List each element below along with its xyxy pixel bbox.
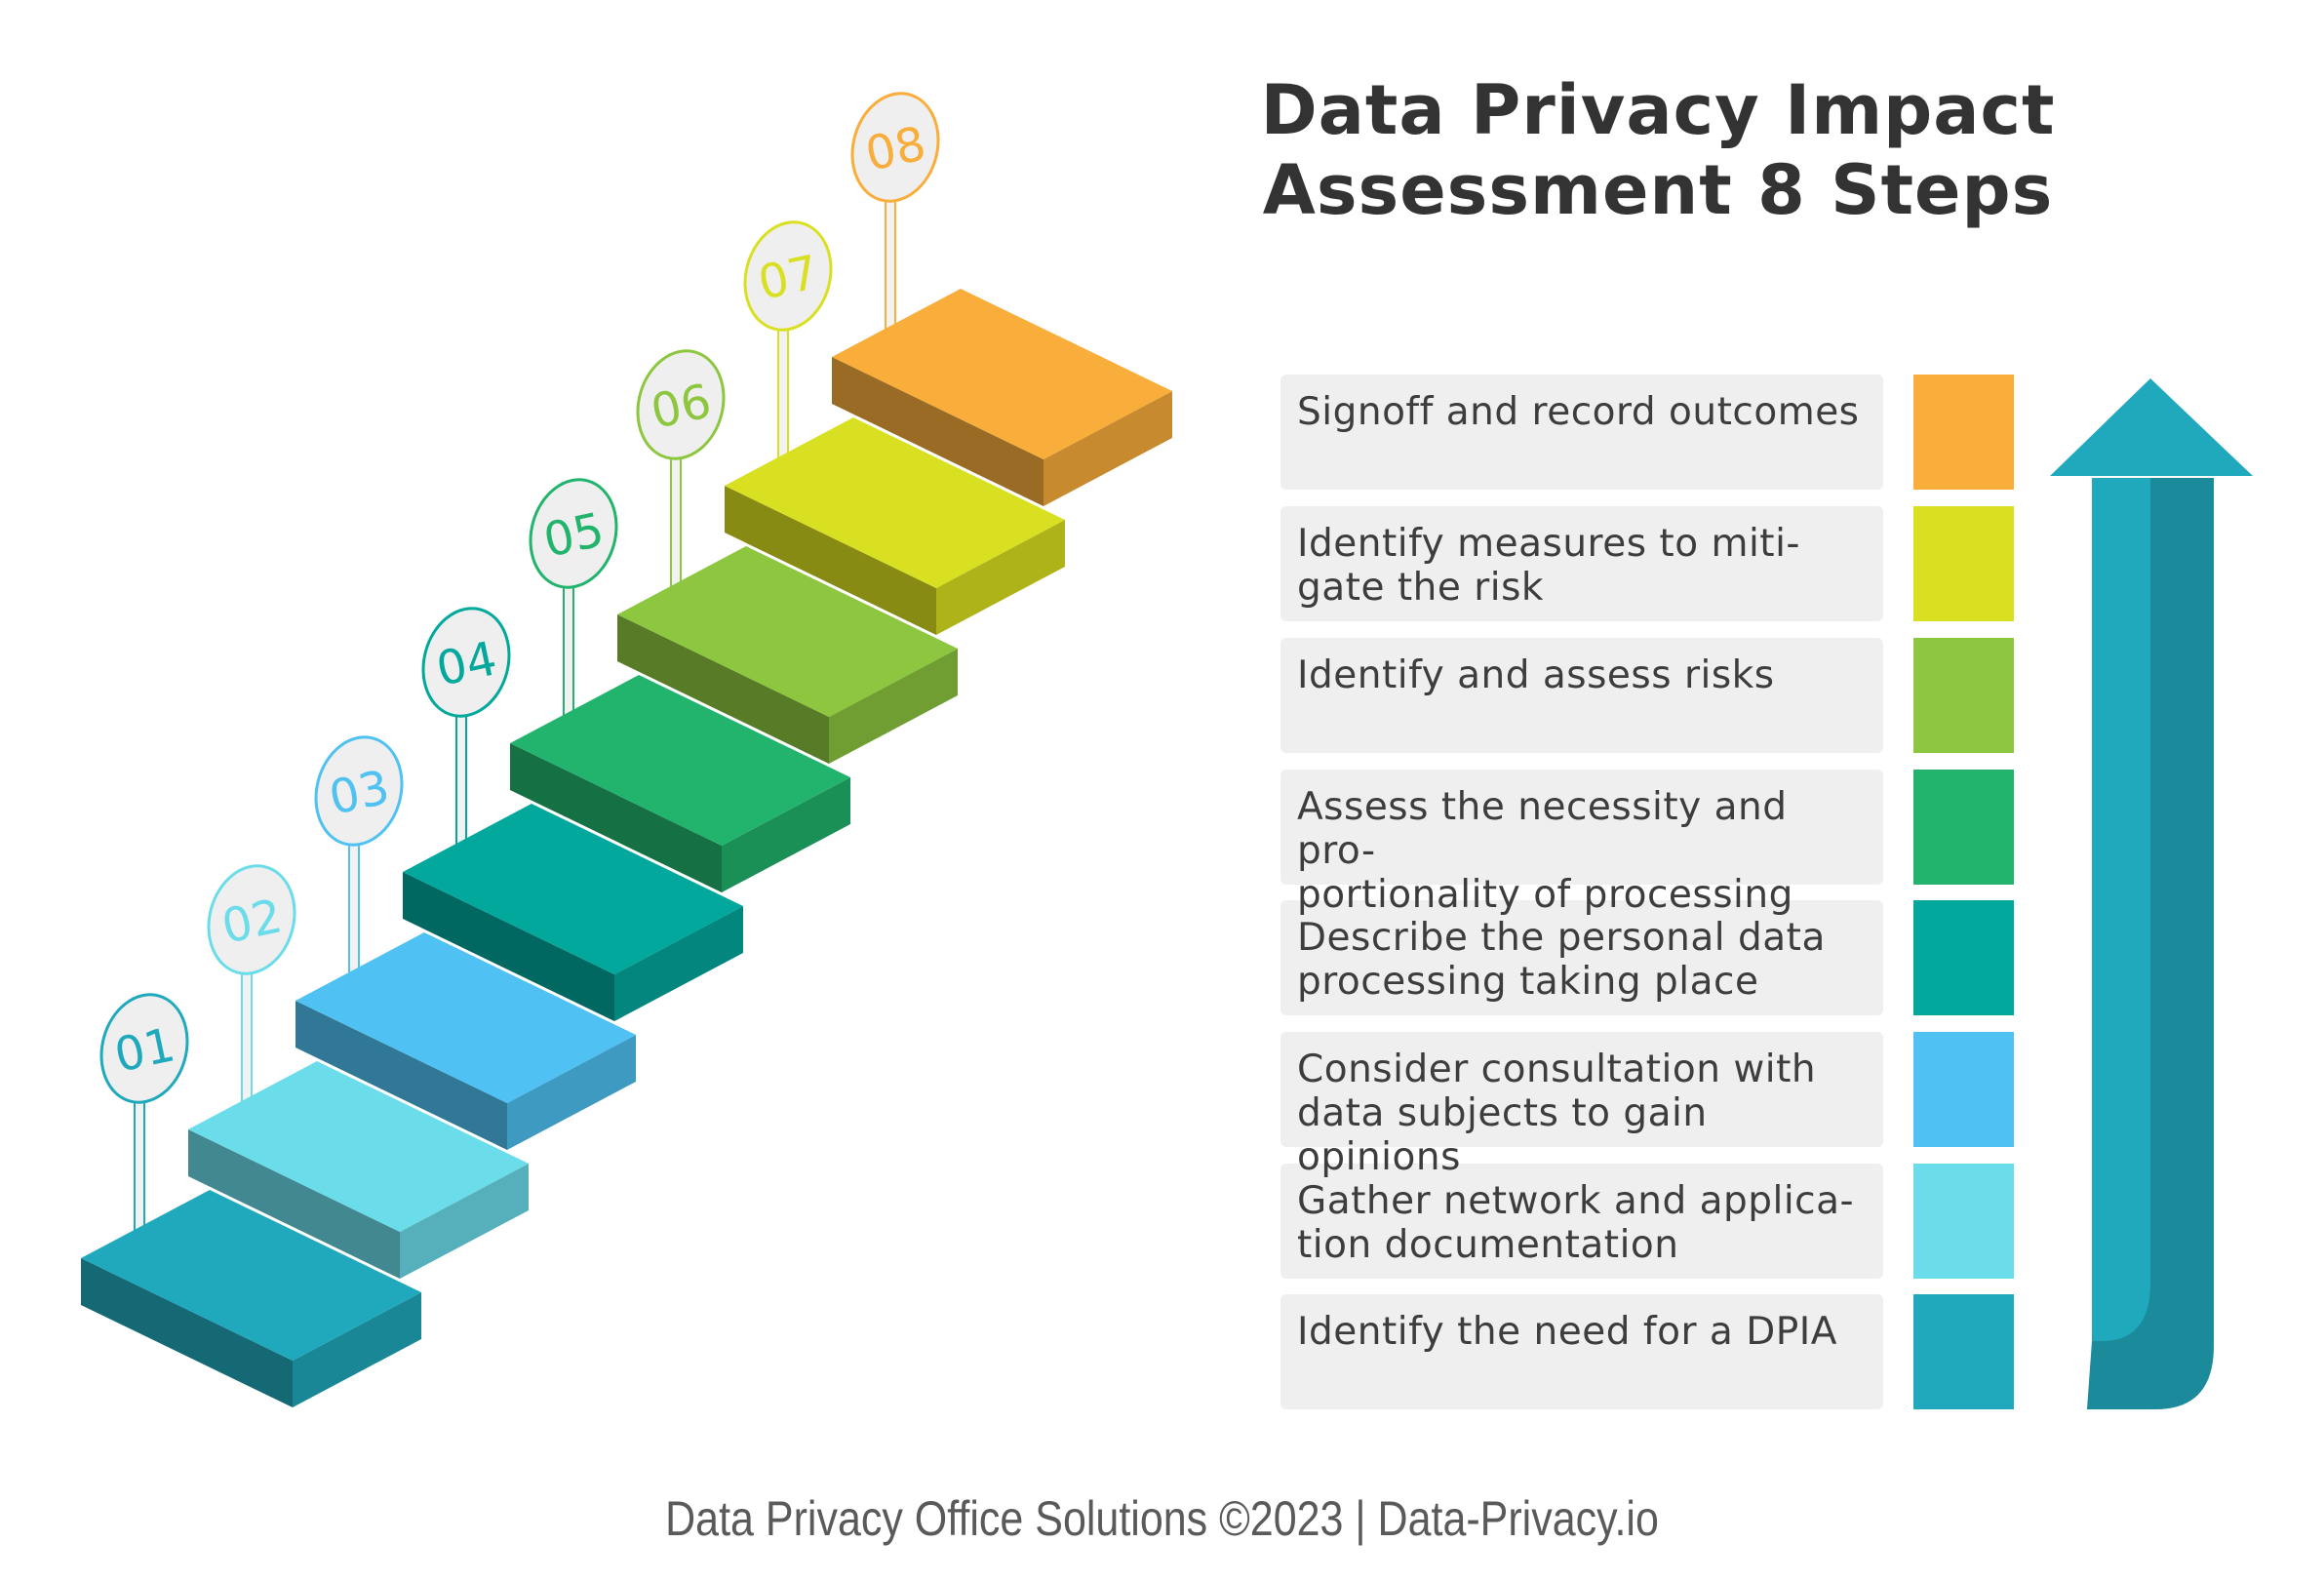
- slab-top-face-02: [188, 1061, 529, 1232]
- stair-step-01: 01: [81, 993, 421, 1407]
- marker-bubble-02: [207, 864, 296, 975]
- step-label-03: Consider consultation with data subjects…: [1297, 1048, 1817, 1179]
- step-label-08: Signoff and record outcomes: [1297, 390, 1860, 434]
- slab-front-face-04: [614, 906, 743, 1021]
- slab-top-face-07: [725, 417, 1065, 588]
- step-color-swatch-05: [1913, 770, 2014, 885]
- stair-step-05: 05: [510, 478, 850, 892]
- step-card-08: Signoff and record outcomes: [1280, 375, 1883, 490]
- step-number-04: 04: [432, 631, 501, 696]
- marker-bubble-07: [743, 220, 833, 332]
- stair-step-08: 08: [832, 92, 1172, 506]
- step-number-02: 02: [217, 889, 287, 954]
- step-label-04: Describe the personal data processing ta…: [1297, 916, 1826, 1004]
- slab-left-face-02: [188, 1129, 400, 1279]
- step-color-swatch-06: [1913, 638, 2014, 753]
- step-label-01: Identify the need for a DPIA: [1297, 1310, 1837, 1354]
- slab-top-face-03: [295, 932, 636, 1103]
- step-number-06: 06: [647, 374, 716, 439]
- marker-bubble-04: [421, 607, 511, 718]
- title-line-2: Assessment 8 Steps: [1262, 150, 2054, 230]
- step-card-03: Consider consultation with data subjects…: [1280, 1032, 1883, 1179]
- step-label-06: Identify and assess risks: [1297, 653, 1775, 697]
- slab-top-face-05: [510, 675, 850, 846]
- arrow-head: [2050, 378, 2253, 476]
- step-number-01: 01: [110, 1017, 179, 1083]
- stair-step-07: 07: [725, 220, 1065, 635]
- slab-top-face-04: [403, 804, 743, 974]
- stair-step-03: 03: [295, 735, 636, 1150]
- title-line-1: Data Privacy Impact: [1260, 70, 2056, 150]
- slab-left-face-07: [725, 486, 936, 635]
- slab-left-face-08: [832, 357, 1044, 506]
- marker-bubble-06: [636, 349, 726, 460]
- arrow-shaft-light: [2092, 478, 2150, 1341]
- step-label-02: Gather network and applica- tion documen…: [1297, 1179, 1855, 1267]
- step-color-swatch-03: [1913, 1032, 2014, 1147]
- stair-step-04: 04: [403, 607, 743, 1021]
- step-number-07: 07: [754, 245, 823, 310]
- slab-front-face-01: [293, 1292, 421, 1407]
- slab-front-face-05: [722, 777, 850, 892]
- marker-bubble-01: [99, 993, 189, 1104]
- step-number-05: 05: [539, 502, 609, 568]
- step-card-06: Identify and assess risks: [1280, 638, 1883, 753]
- stair-step-06: 06: [617, 349, 958, 764]
- slab-top-face-08: [832, 289, 1172, 459]
- slab-left-face-06: [617, 614, 829, 764]
- step-card-07: Identify measures to miti- gate the risk: [1280, 506, 1883, 621]
- step-color-swatch-04: [1913, 900, 2014, 1015]
- step-color-swatch-02: [1913, 1164, 2014, 1279]
- marker-bubble-03: [314, 735, 404, 847]
- step-card-02: Gather network and applica- tion documen…: [1280, 1164, 1883, 1279]
- slab-left-face-05: [510, 743, 722, 892]
- staircase-diagram: 08 07 06 05 04 03 02 01: [81, 92, 1172, 1407]
- step-card-05: Assess the necessity and pro- portionali…: [1280, 770, 1883, 917]
- step-card-01: Identify the need for a DPIA: [1280, 1294, 1883, 1409]
- slab-front-face-07: [936, 520, 1065, 635]
- slab-left-face-03: [295, 1001, 507, 1150]
- step-card-04: Describe the personal data processing ta…: [1280, 900, 1883, 1015]
- step-number-08: 08: [861, 116, 930, 181]
- slab-top-face-01: [81, 1190, 421, 1361]
- slab-front-face-06: [829, 649, 958, 764]
- footer-credit: Data Privacy Office Solutions ©2023 | Da…: [665, 1491, 1659, 1546]
- step-label-05: Assess the necessity and pro- portionali…: [1297, 785, 1793, 917]
- step-number-03: 03: [325, 760, 394, 825]
- slab-left-face-01: [81, 1258, 293, 1407]
- step-color-swatch-01: [1913, 1294, 2014, 1409]
- slab-left-face-04: [403, 872, 614, 1021]
- step-color-swatch-07: [1913, 506, 2014, 621]
- step-label-07: Identify measures to miti- gate the risk: [1297, 522, 1801, 610]
- marker-bubble-08: [850, 92, 940, 203]
- upward-arrow-icon: [2050, 378, 2253, 1409]
- slab-top-face-06: [617, 546, 958, 717]
- marker-bubble-05: [529, 478, 618, 589]
- slab-front-face-08: [1044, 391, 1172, 506]
- stair-step-02: 02: [188, 864, 529, 1279]
- slab-front-face-03: [507, 1035, 636, 1150]
- step-color-swatch-08: [1913, 375, 2014, 490]
- slab-front-face-02: [400, 1164, 529, 1279]
